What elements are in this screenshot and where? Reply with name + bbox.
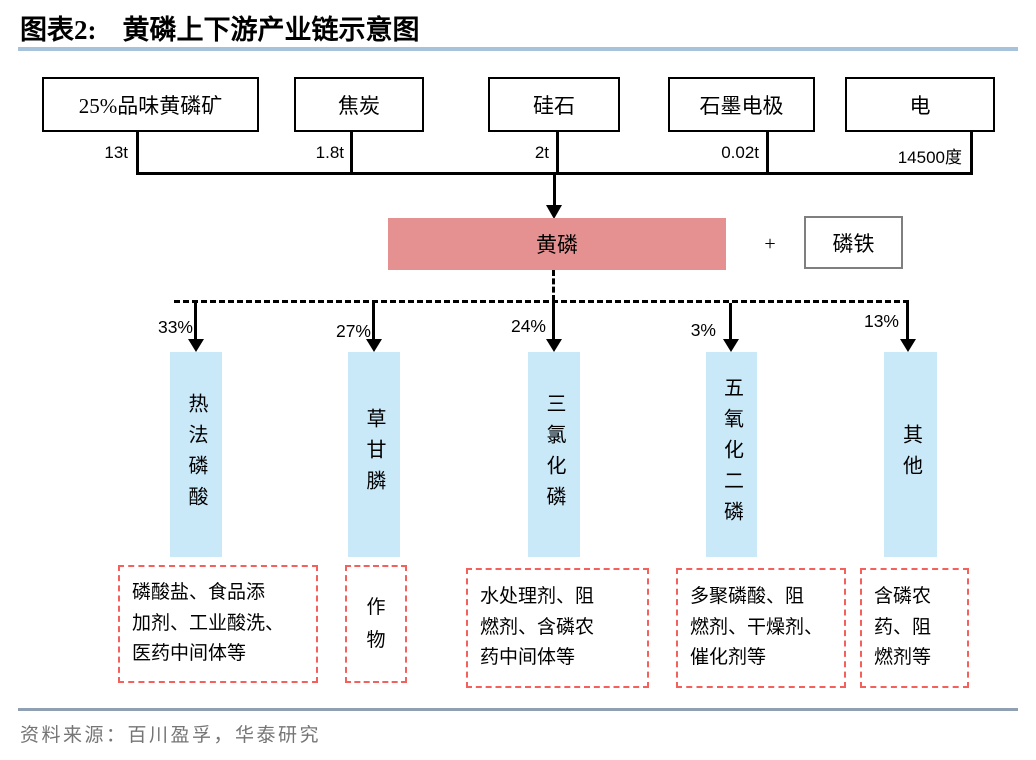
downstream-column-glyphosate: 草甘膦: [348, 352, 400, 557]
branch-arrow-head-icon: [188, 339, 204, 352]
amount-label: 14500度: [897, 148, 962, 167]
branch-arrow-head-icon: [900, 339, 916, 352]
branch-arrow-line: [906, 303, 909, 340]
applications-box: 含磷农 药、阻 燃剂等: [860, 568, 969, 688]
applications-box: 水处理剂、阻 燃剂、含磷农 药中间体等: [466, 568, 649, 688]
upstream-label: 25%品味黄磷矿: [78, 93, 223, 118]
branch-arrow-head-icon: [546, 339, 562, 352]
upstream-box-ore: 25%品味黄磷矿: [42, 77, 259, 132]
column-label: 其他: [899, 423, 922, 486]
connector-stub: [556, 132, 559, 175]
connector-stub: [136, 132, 139, 175]
applications-box: 多聚磷酸、阻 燃剂、干燥剂、 催化剂等: [676, 568, 846, 688]
feed-arrow-head-icon: [546, 205, 562, 219]
branch-arrow-head-icon: [366, 339, 382, 352]
column-label: 五氧化二磷: [720, 377, 743, 532]
branch-arrow-line: [372, 303, 375, 340]
column-label: 热法磷酸: [185, 392, 207, 517]
amount-label: 1.8t: [315, 143, 344, 162]
upstream-label: 电: [909, 93, 931, 118]
share-label: 13%: [863, 311, 899, 331]
upstream-box-electrode: 石墨电极: [668, 77, 815, 132]
footer-rule: [18, 708, 1018, 711]
figure-title: 图表2: 黄磷上下游产业链示意图: [20, 8, 420, 47]
share-label: 33%: [157, 317, 193, 337]
branch-arrow-line: [552, 303, 555, 340]
upstream-label: 焦炭: [338, 93, 380, 118]
applications-box: 作 物: [345, 565, 407, 683]
upstream-label: 石墨电极: [699, 93, 784, 118]
feed-arrow-line: [553, 175, 556, 206]
figure-title-text: 黄磷上下游产业链示意图: [122, 15, 420, 45]
connector-stub: [970, 132, 973, 175]
branch-arrow-head-icon: [723, 339, 739, 352]
downstream-column-thermal-acid: 热法磷酸: [170, 352, 222, 557]
amount-label: 0.02t: [721, 143, 759, 162]
title-rule: [18, 47, 1018, 51]
connector-stub: [766, 132, 769, 175]
upstream-box-silica: 硅石: [488, 77, 620, 132]
applications-text: 含磷农 药、阻 燃剂等: [874, 586, 932, 669]
upstream-label: 硅石: [533, 93, 575, 118]
applications-text: 水处理剂、阻 燃剂、含磷农 药中间体等: [480, 586, 595, 669]
product-box: 黄磷: [388, 218, 726, 270]
collector-line: [136, 172, 973, 175]
applications-text: 作 物: [366, 596, 386, 651]
upstream-box-electricity: 电: [845, 77, 995, 132]
share-label: 27%: [335, 321, 371, 341]
connector-stub: [350, 132, 353, 175]
downstream-column-p2o5: 五氧化二磷: [706, 352, 757, 557]
source-note: 资料来源：百川盈孚，华泰研究: [20, 725, 322, 746]
share-label: 24%: [510, 316, 546, 336]
amount-label: 2t: [534, 143, 549, 162]
branch-arrow-line: [729, 303, 732, 340]
downstream-column-pcl3: 三氯化磷: [528, 352, 580, 557]
branch-arrow-line: [194, 303, 197, 340]
share-label: 3%: [690, 320, 716, 340]
downstream-column-other: 其他: [884, 352, 937, 557]
applications-text: 多聚磷酸、阻 燃剂、干燥剂、 催化剂等: [690, 586, 824, 669]
plus-sign: +: [764, 232, 776, 255]
column-label: 草甘膦: [363, 408, 385, 501]
byproduct-box: 磷铁: [804, 216, 903, 269]
distribution-dash-vertical: [552, 270, 555, 301]
amount-label: 13t: [104, 143, 128, 162]
figure-number: 图表2:: [20, 15, 97, 45]
product-label: 黄磷: [536, 233, 578, 257]
column-label: 三氯化磷: [543, 392, 565, 517]
applications-text: 磷酸盐、食品添 加剂、工业酸洗、 医药中间体等: [132, 582, 285, 665]
distribution-dash-horizontal: [174, 300, 909, 303]
upstream-box-coke: 焦炭: [294, 77, 424, 132]
byproduct-label: 磷铁: [832, 231, 875, 256]
applications-box: 磷酸盐、食品添 加剂、工业酸洗、 医药中间体等: [118, 565, 318, 683]
